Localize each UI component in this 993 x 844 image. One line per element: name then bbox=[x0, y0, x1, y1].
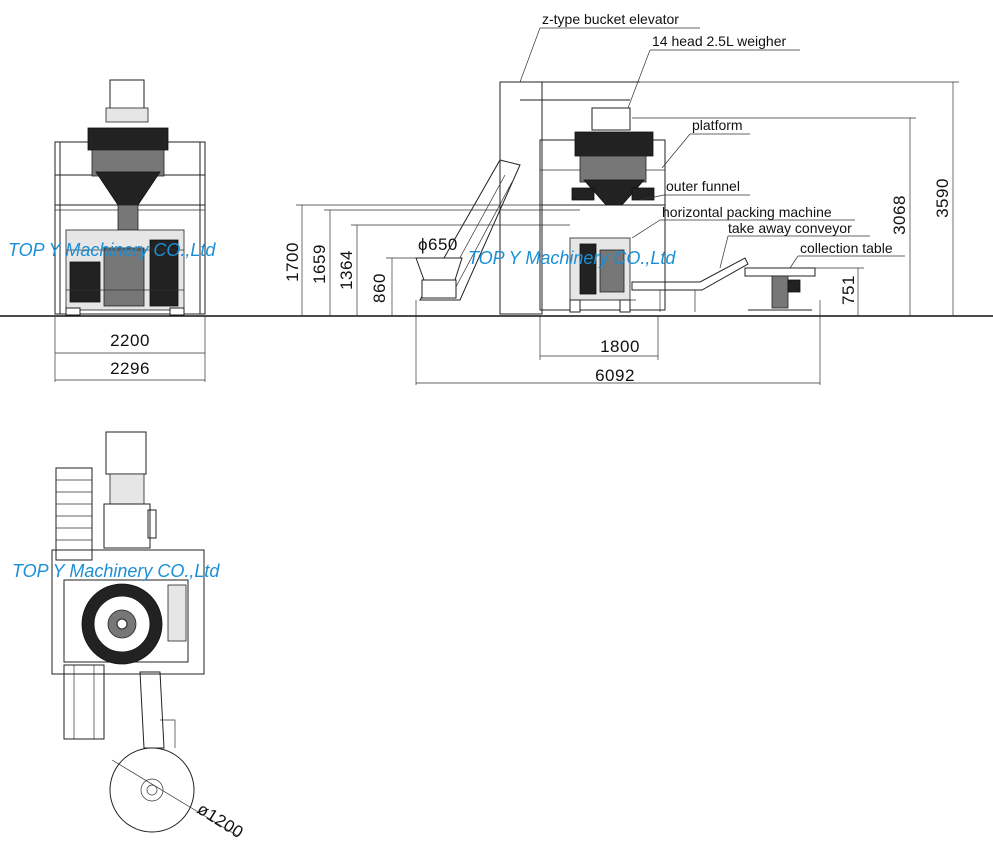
dim-1200: ø1200 bbox=[194, 799, 247, 842]
leader-lines bbox=[519, 27, 905, 269]
label-table: collection table bbox=[800, 240, 893, 256]
front-dims bbox=[54, 316, 206, 382]
dim-1800: 1800 bbox=[600, 337, 640, 356]
label-elevator: z-type bucket elevator bbox=[542, 11, 679, 27]
label-funnel: outer funnel bbox=[666, 178, 740, 194]
watermark-front: TOP Y Machinery CO.,Ltd bbox=[8, 240, 216, 260]
dim-3590: 3590 bbox=[933, 178, 952, 218]
dim-6092: 6092 bbox=[595, 366, 635, 385]
label-platform: platform bbox=[692, 117, 743, 133]
label-packer: horizontal packing machine bbox=[662, 204, 832, 220]
dim-2200: 2200 bbox=[110, 331, 150, 350]
dim-1364: 1364 bbox=[337, 250, 356, 290]
dim-860: 860 bbox=[370, 273, 389, 303]
front-view bbox=[54, 79, 206, 316]
label-conveyor: take away conveyor bbox=[728, 220, 852, 236]
dim-2296: 2296 bbox=[110, 359, 150, 378]
top-view bbox=[51, 431, 239, 837]
side-view bbox=[415, 81, 816, 315]
label-weigher: 14 head 2.5L weigher bbox=[652, 33, 786, 49]
dim-3068: 3068 bbox=[890, 195, 909, 235]
dim-1700: 1700 bbox=[283, 242, 302, 282]
watermark-side: TOP Y Machinery CO.,Ltd bbox=[468, 248, 676, 268]
watermark-top: TOP Y Machinery CO.,Ltd bbox=[12, 561, 220, 581]
dim-751: 751 bbox=[839, 275, 858, 305]
dim-650: ϕ650 bbox=[418, 235, 458, 254]
dim-1659: 1659 bbox=[310, 244, 329, 284]
side-dims bbox=[296, 81, 959, 385]
